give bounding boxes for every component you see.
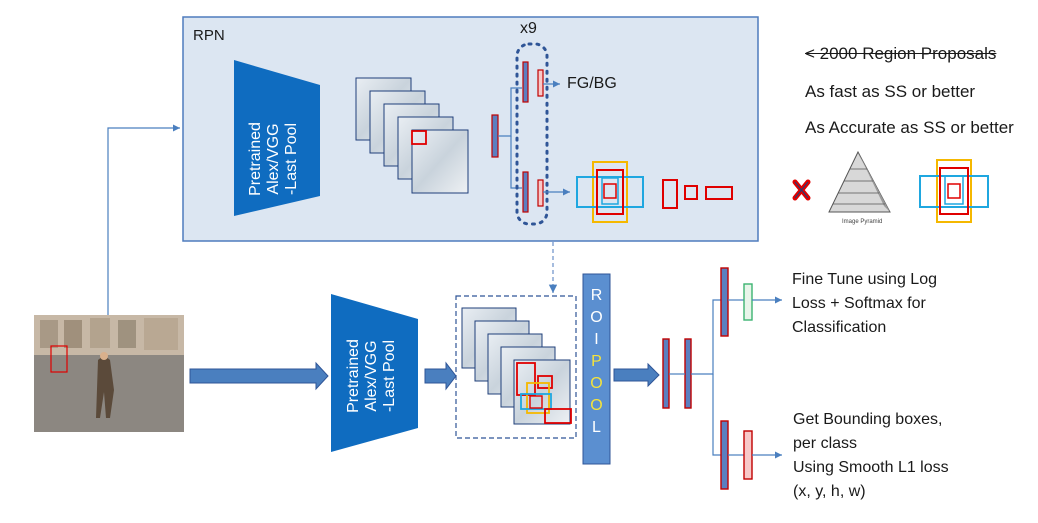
roi-to-fc-arrow [613, 362, 660, 388]
main-backbone-label: Pretrained Alex/VGG -Last Pool [345, 339, 398, 413]
fc-layer-2 [684, 338, 692, 409]
person-box [50, 345, 68, 373]
rpn-reg-output [537, 179, 544, 207]
anchor-boxes-legend [919, 159, 989, 223]
cls-fc-layer [720, 267, 729, 337]
fc-branch-lines [691, 299, 721, 456]
softmax-output [743, 283, 753, 321]
repeat-dotted-box [515, 42, 549, 226]
input-image [34, 315, 184, 432]
fc-layer-1 [662, 338, 670, 409]
pyramid-caption: Image Pyramid [842, 219, 883, 225]
accuracy-note: As Accurate as SS or better [805, 118, 1014, 137]
bbox-output-text: Get Bounding boxes, per class Using Smoo… [793, 411, 949, 500]
rpn-cls-layer [522, 61, 529, 103]
rpn-reg-layer [522, 171, 529, 213]
backbone-to-features-arrow [424, 361, 457, 391]
rpn-backbone-label: Pretrained Alex/VGG -Last Pool [247, 122, 300, 196]
rpn-intermediate-layer [491, 114, 499, 158]
bbox-fc-layer [720, 420, 729, 490]
feature-maps-dashed-box [455, 295, 577, 439]
roi-pool-layer [582, 273, 611, 465]
reject-x-icon [792, 179, 811, 201]
rpn-title: RPN [193, 27, 225, 44]
roi-pool-label: R O I P O O L [590, 287, 603, 436]
anchor-boxes-rpn [576, 161, 644, 223]
image-pyramid-icon [828, 150, 891, 213]
image-to-rpn-arrow [107, 124, 180, 315]
rpn-cls-output [537, 69, 544, 97]
rpn-backbone-trapezoid [234, 60, 320, 216]
image-to-backbone-arrow [189, 361, 329, 391]
repeat-label: x9 [520, 20, 537, 37]
classification-output-text: Fine Tune using Log Loss + Softmax for C… [792, 271, 937, 336]
speed-note: As fast as SS or better [805, 82, 976, 101]
rpn-feature-map-stack [355, 77, 469, 194]
bbox-output [743, 430, 753, 480]
proposals-note: < 2000 Region Proposals [805, 44, 997, 63]
fg-bg-label: FG/BG [567, 75, 617, 92]
main-backbone-trapezoid [331, 294, 418, 452]
sliding-window-box [411, 130, 427, 145]
anchor-scale-boxes [662, 179, 733, 209]
main-feature-map-stack [461, 307, 572, 425]
